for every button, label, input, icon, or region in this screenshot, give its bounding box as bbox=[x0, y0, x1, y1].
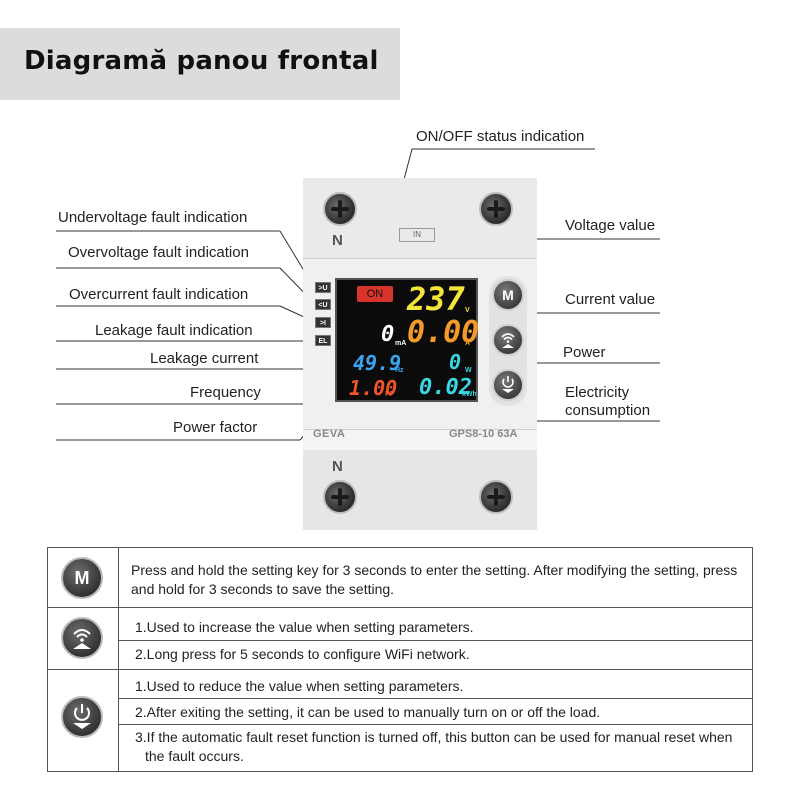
in-arrow-tag: IN bbox=[399, 228, 435, 242]
power-unit: W bbox=[465, 367, 472, 374]
device-module: N IN >U <U >I EL ON 237 V 0 mA 0.00 A 49… bbox=[303, 178, 537, 530]
frequency-unit: Hz bbox=[395, 367, 404, 374]
table-cell-down-line-2: 2.After exiting the setting, it can be u… bbox=[135, 704, 601, 720]
label-current-value: Current value bbox=[565, 291, 656, 308]
table-row-divider bbox=[48, 669, 752, 670]
power-down-icon bbox=[61, 696, 103, 738]
label-overvoltage: Overvoltage fault indication bbox=[68, 244, 249, 261]
label-electricity-consumption: Electricity consumption bbox=[565, 384, 651, 419]
current-readout: 0.00 bbox=[407, 315, 480, 350]
screw-icon bbox=[479, 192, 513, 226]
screw-icon bbox=[479, 480, 513, 514]
wifi-up-icon bbox=[501, 333, 515, 348]
label-frequency: Frequency bbox=[190, 384, 261, 401]
energy-readout: 0.02 bbox=[419, 375, 472, 400]
frequency-readout: 49.9 bbox=[353, 351, 402, 375]
label-on-off-status: ON/OFF status indication bbox=[416, 128, 585, 145]
label-voltage-value: Voltage value bbox=[565, 217, 656, 234]
device-m-button[interactable]: M bbox=[492, 279, 524, 311]
label-overcurrent: Overcurrent fault indication bbox=[69, 286, 249, 303]
terminal-n-top: N bbox=[332, 232, 343, 249]
screw-icon bbox=[323, 480, 357, 514]
leakage-readout: 0 bbox=[381, 322, 395, 347]
button-instruction-table: M Press and hold the setting key for 3 s… bbox=[47, 547, 753, 772]
screw-icon bbox=[323, 192, 357, 226]
table-line-divider bbox=[118, 698, 752, 699]
indicator-leakage: EL bbox=[315, 335, 331, 346]
terminal-n-bottom: N bbox=[332, 458, 343, 475]
table-cell-up-line-1: 1.Used to increase the value when settin… bbox=[135, 619, 474, 635]
device-button-column: M bbox=[489, 276, 527, 406]
table-cell-down-line-1: 1.Used to reduce the value when setting … bbox=[135, 678, 464, 694]
table-row-divider bbox=[48, 607, 752, 608]
m-setting-icon: M bbox=[61, 557, 103, 599]
power-factor-readout: 1.00 bbox=[349, 376, 398, 400]
table-cell-up-line-2: 2.Long press for 5 seconds to configure … bbox=[135, 646, 470, 662]
lcd-screen: ON 237 V 0 mA 0.00 A 49.9 Hz 0 W 1.00 PF… bbox=[335, 278, 480, 402]
current-unit: A bbox=[465, 340, 471, 347]
device-power-button[interactable] bbox=[492, 369, 524, 401]
table-line-divider bbox=[118, 724, 752, 725]
title-banner bbox=[0, 28, 400, 100]
energy-unit: kWh bbox=[462, 391, 477, 398]
table-cell-m-instruction: Press and hold the setting key for 3 sec… bbox=[131, 562, 738, 597]
voltage-unit: V bbox=[465, 307, 470, 314]
model-label: GPS8-10 63A bbox=[449, 428, 518, 440]
table-line-divider bbox=[118, 640, 752, 641]
on-status-badge: ON bbox=[357, 286, 393, 302]
indicator-overvoltage: >U bbox=[315, 282, 331, 293]
page-title: Diagramă panou frontal bbox=[24, 46, 379, 76]
leakage-unit: mA bbox=[395, 340, 407, 347]
table-divider bbox=[118, 548, 119, 771]
table-cell-down-line-3: 3.If the automatic fault reset function … bbox=[135, 729, 733, 764]
power-readout: 0 bbox=[449, 350, 462, 374]
voltage-readout: 237 bbox=[407, 280, 465, 318]
label-leakage-current: Leakage current bbox=[150, 350, 259, 367]
indicator-overcurrent: >I bbox=[315, 317, 331, 328]
label-undervoltage: Undervoltage fault indication bbox=[58, 209, 248, 226]
label-leakage-fault: Leakage fault indication bbox=[95, 322, 253, 339]
power-factor-unit: PF bbox=[385, 391, 394, 398]
device-up-wifi-button[interactable] bbox=[492, 324, 524, 356]
label-power-factor: Power factor bbox=[173, 419, 258, 436]
power-down-icon bbox=[502, 376, 514, 393]
indicator-undervoltage: <U bbox=[315, 299, 331, 310]
label-power: Power bbox=[563, 344, 606, 361]
wifi-up-icon bbox=[61, 617, 103, 659]
brand-logo: GEVA bbox=[313, 428, 346, 440]
